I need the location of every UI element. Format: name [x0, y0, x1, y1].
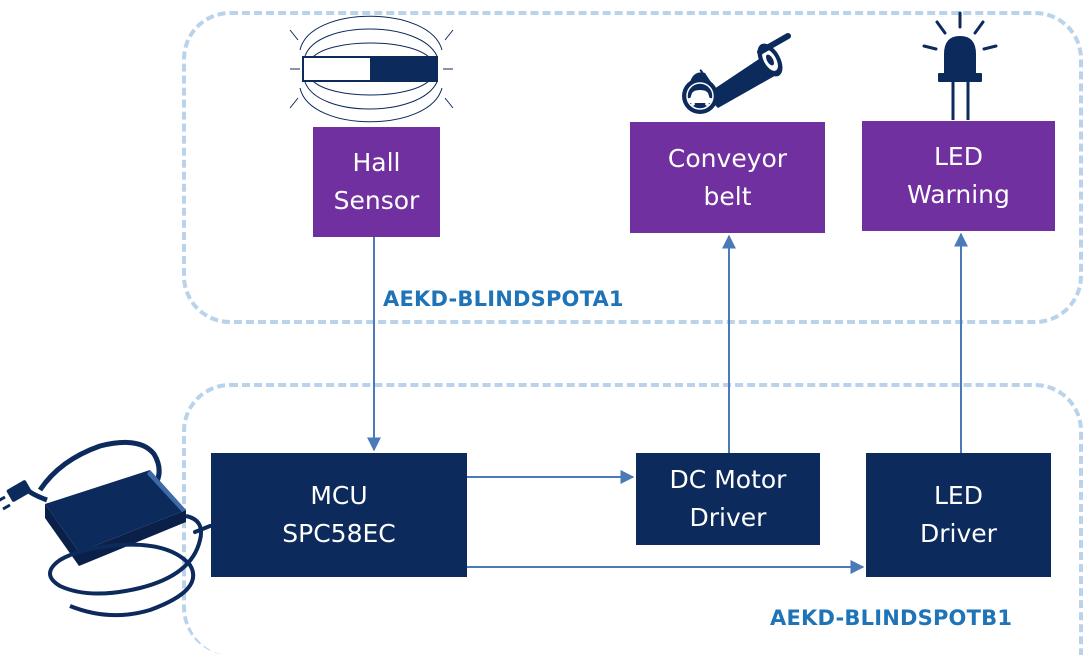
conveyor-belt-block: Conveyor belt — [630, 122, 825, 233]
led-driver-line1: LED — [934, 481, 983, 510]
led-driver-line2: Driver — [920, 519, 997, 548]
dc-motor-driver-line2: Driver — [689, 503, 767, 532]
mcu-line1: MCU — [310, 481, 368, 510]
hall-sensor-line1: Hall — [352, 148, 401, 177]
led-warning-icon — [922, 11, 998, 120]
conveyor-belt-line1: Conveyor — [667, 143, 788, 173]
led-warning-line1: LED — [934, 142, 983, 171]
led-warning-block: LED Warning — [862, 121, 1055, 231]
blindspot-a1-zone — [182, 11, 1083, 324]
hall-sensor-line2: Sensor — [333, 186, 420, 215]
hall-sensor-block: Hall Sensor — [313, 127, 440, 237]
conveyor-car-icon — [682, 33, 791, 114]
zone-label-a1: AEKD-BLINDSPOTA1 — [383, 287, 624, 311]
dc-motor-driver-block: DC Motor Driver — [636, 453, 820, 545]
mcu-block: MCU SPC58EC — [211, 453, 467, 577]
magnet-field-icon — [289, 15, 454, 123]
conveyor-belt-line2: belt — [703, 181, 752, 211]
zone-label-b1: AEKD-BLINDSPOTB1 — [770, 606, 1013, 630]
power-adapter-icon — [0, 439, 212, 618]
led-warning-line2: Warning — [907, 180, 1010, 209]
led-driver-block: LED Driver — [866, 453, 1051, 577]
dc-motor-driver-line1: DC Motor — [669, 465, 787, 494]
mcu-line2: SPC58EC — [282, 519, 396, 548]
